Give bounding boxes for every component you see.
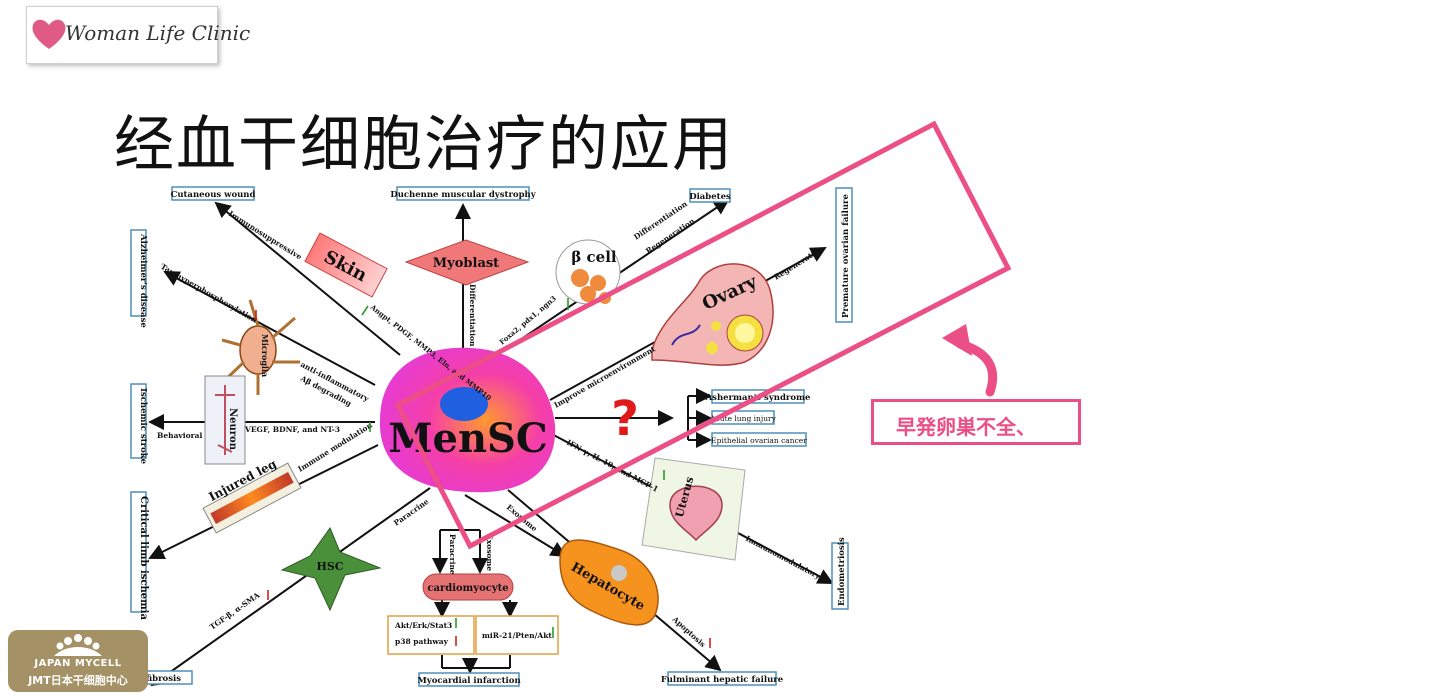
heart-icon: [32, 19, 66, 49]
ovary-node: Ovary: [651, 263, 774, 366]
cardiomyocyte-node: cardiomyocyte: [422, 573, 514, 601]
uterus-node: Uterus: [641, 457, 746, 561]
label-vegf: VEGF, BDNF, and NT-3: [244, 425, 340, 434]
edge-skin: [214, 201, 401, 356]
outcome-alzheimers: Alzheimer's disease: [138, 233, 148, 328]
microglia-label: Microglia: [260, 334, 270, 377]
edge-alzheimer: [163, 271, 376, 386]
label-regeneration-ovary: Regeneration: [772, 244, 825, 282]
outcome-cutaneous-wound: Cutaneous wound: [171, 190, 256, 200]
label-mir21: miR-21/Pten/Akt: [482, 631, 552, 640]
mensc-label: MenSC: [388, 415, 548, 462]
mycell-badge: JAPAN MYCELL JMT日本干细胞中心: [8, 630, 148, 692]
outcome-duchenne: Duchenne muscular dystrophy: [390, 190, 536, 200]
outcome-liver-fibrosis: Liver fibrosis: [119, 674, 181, 684]
label-improve-micro: Improve microenvironment: [553, 344, 658, 410]
beta-cell-node: β cell: [555, 239, 621, 305]
label-exosome-cardio: Exosome: [485, 534, 494, 571]
edge-hsc: [150, 487, 431, 687]
label-paracrine-cardio: Paracrine: [448, 534, 457, 575]
badge-line1: JAPAN MYCELL: [34, 658, 122, 669]
question-mark: ?: [611, 391, 639, 447]
cardiomyocyte-label: cardiomyocyte: [427, 583, 508, 594]
outcome-myocardial: Myocardial infarction: [417, 676, 520, 686]
callout-box: 早発卵巣不全、: [871, 399, 1081, 445]
label-tau: Tau hyperphosphorylation: [159, 262, 259, 325]
badge-line2: JMT日本干细胞中心: [28, 674, 128, 687]
highlight-frame: [394, 120, 1012, 550]
outcome-ischemic-stroke: Ischemic stroke: [138, 388, 148, 465]
outcome-critical-limb: Critical limb ischemia: [138, 496, 149, 620]
label-immunomodulatory: Immunomodulatory: [744, 534, 822, 581]
neuron-node: Neuron: [204, 375, 246, 465]
myoblast-label: Myoblast: [433, 256, 499, 271]
outcome-premature-ovarian: Premature ovarian failure: [841, 194, 851, 318]
mycell-logo-icon: [54, 634, 102, 656]
label-immunosuppressive: Immunosuppressive: [227, 209, 304, 262]
clinic-logo: Woman Life Clinic: [26, 6, 250, 64]
microglia-node: Microglia: [221, 299, 300, 395]
myoblast-node: Myoblast: [404, 239, 530, 286]
logo-text: Woman Life Clinic: [65, 21, 251, 45]
callout-text: 早発卵巣不全、: [896, 415, 1036, 439]
label-differentiation-beta: Differentiation: [632, 199, 689, 242]
callout-arrow: [942, 324, 998, 397]
label-differentiation-myo: Differentiation: [468, 284, 477, 347]
injured-leg-node: Injured leg: [202, 456, 302, 534]
label-p38: p38 pathway: [395, 637, 449, 646]
label-behavioral: Behavioral: [157, 431, 202, 440]
page-title: 经血干细胞治疗的应用: [114, 110, 734, 180]
hsc-node: HSC: [280, 526, 382, 612]
outcome-lung-injury: Acute lung injury: [709, 414, 776, 423]
hepatocyte-node: Hepatocyte: [559, 539, 659, 626]
outcome-endometriosis: Endometriosis: [837, 537, 847, 606]
outcome-fulminant: Fulminant hepatic failure: [661, 675, 784, 685]
hsc-label: HSC: [316, 560, 343, 573]
outcome-ovarian-cancer: Epithelial ovarian cancer: [711, 436, 807, 445]
regulation-arrows: [255, 298, 711, 648]
neuron-label: Neuron: [227, 408, 238, 451]
beta-cell-label: β cell: [571, 248, 617, 266]
outcome-diabetes: Diabetes: [689, 192, 731, 202]
label-akt: Akt/Erk/Stat3: [394, 621, 452, 630]
